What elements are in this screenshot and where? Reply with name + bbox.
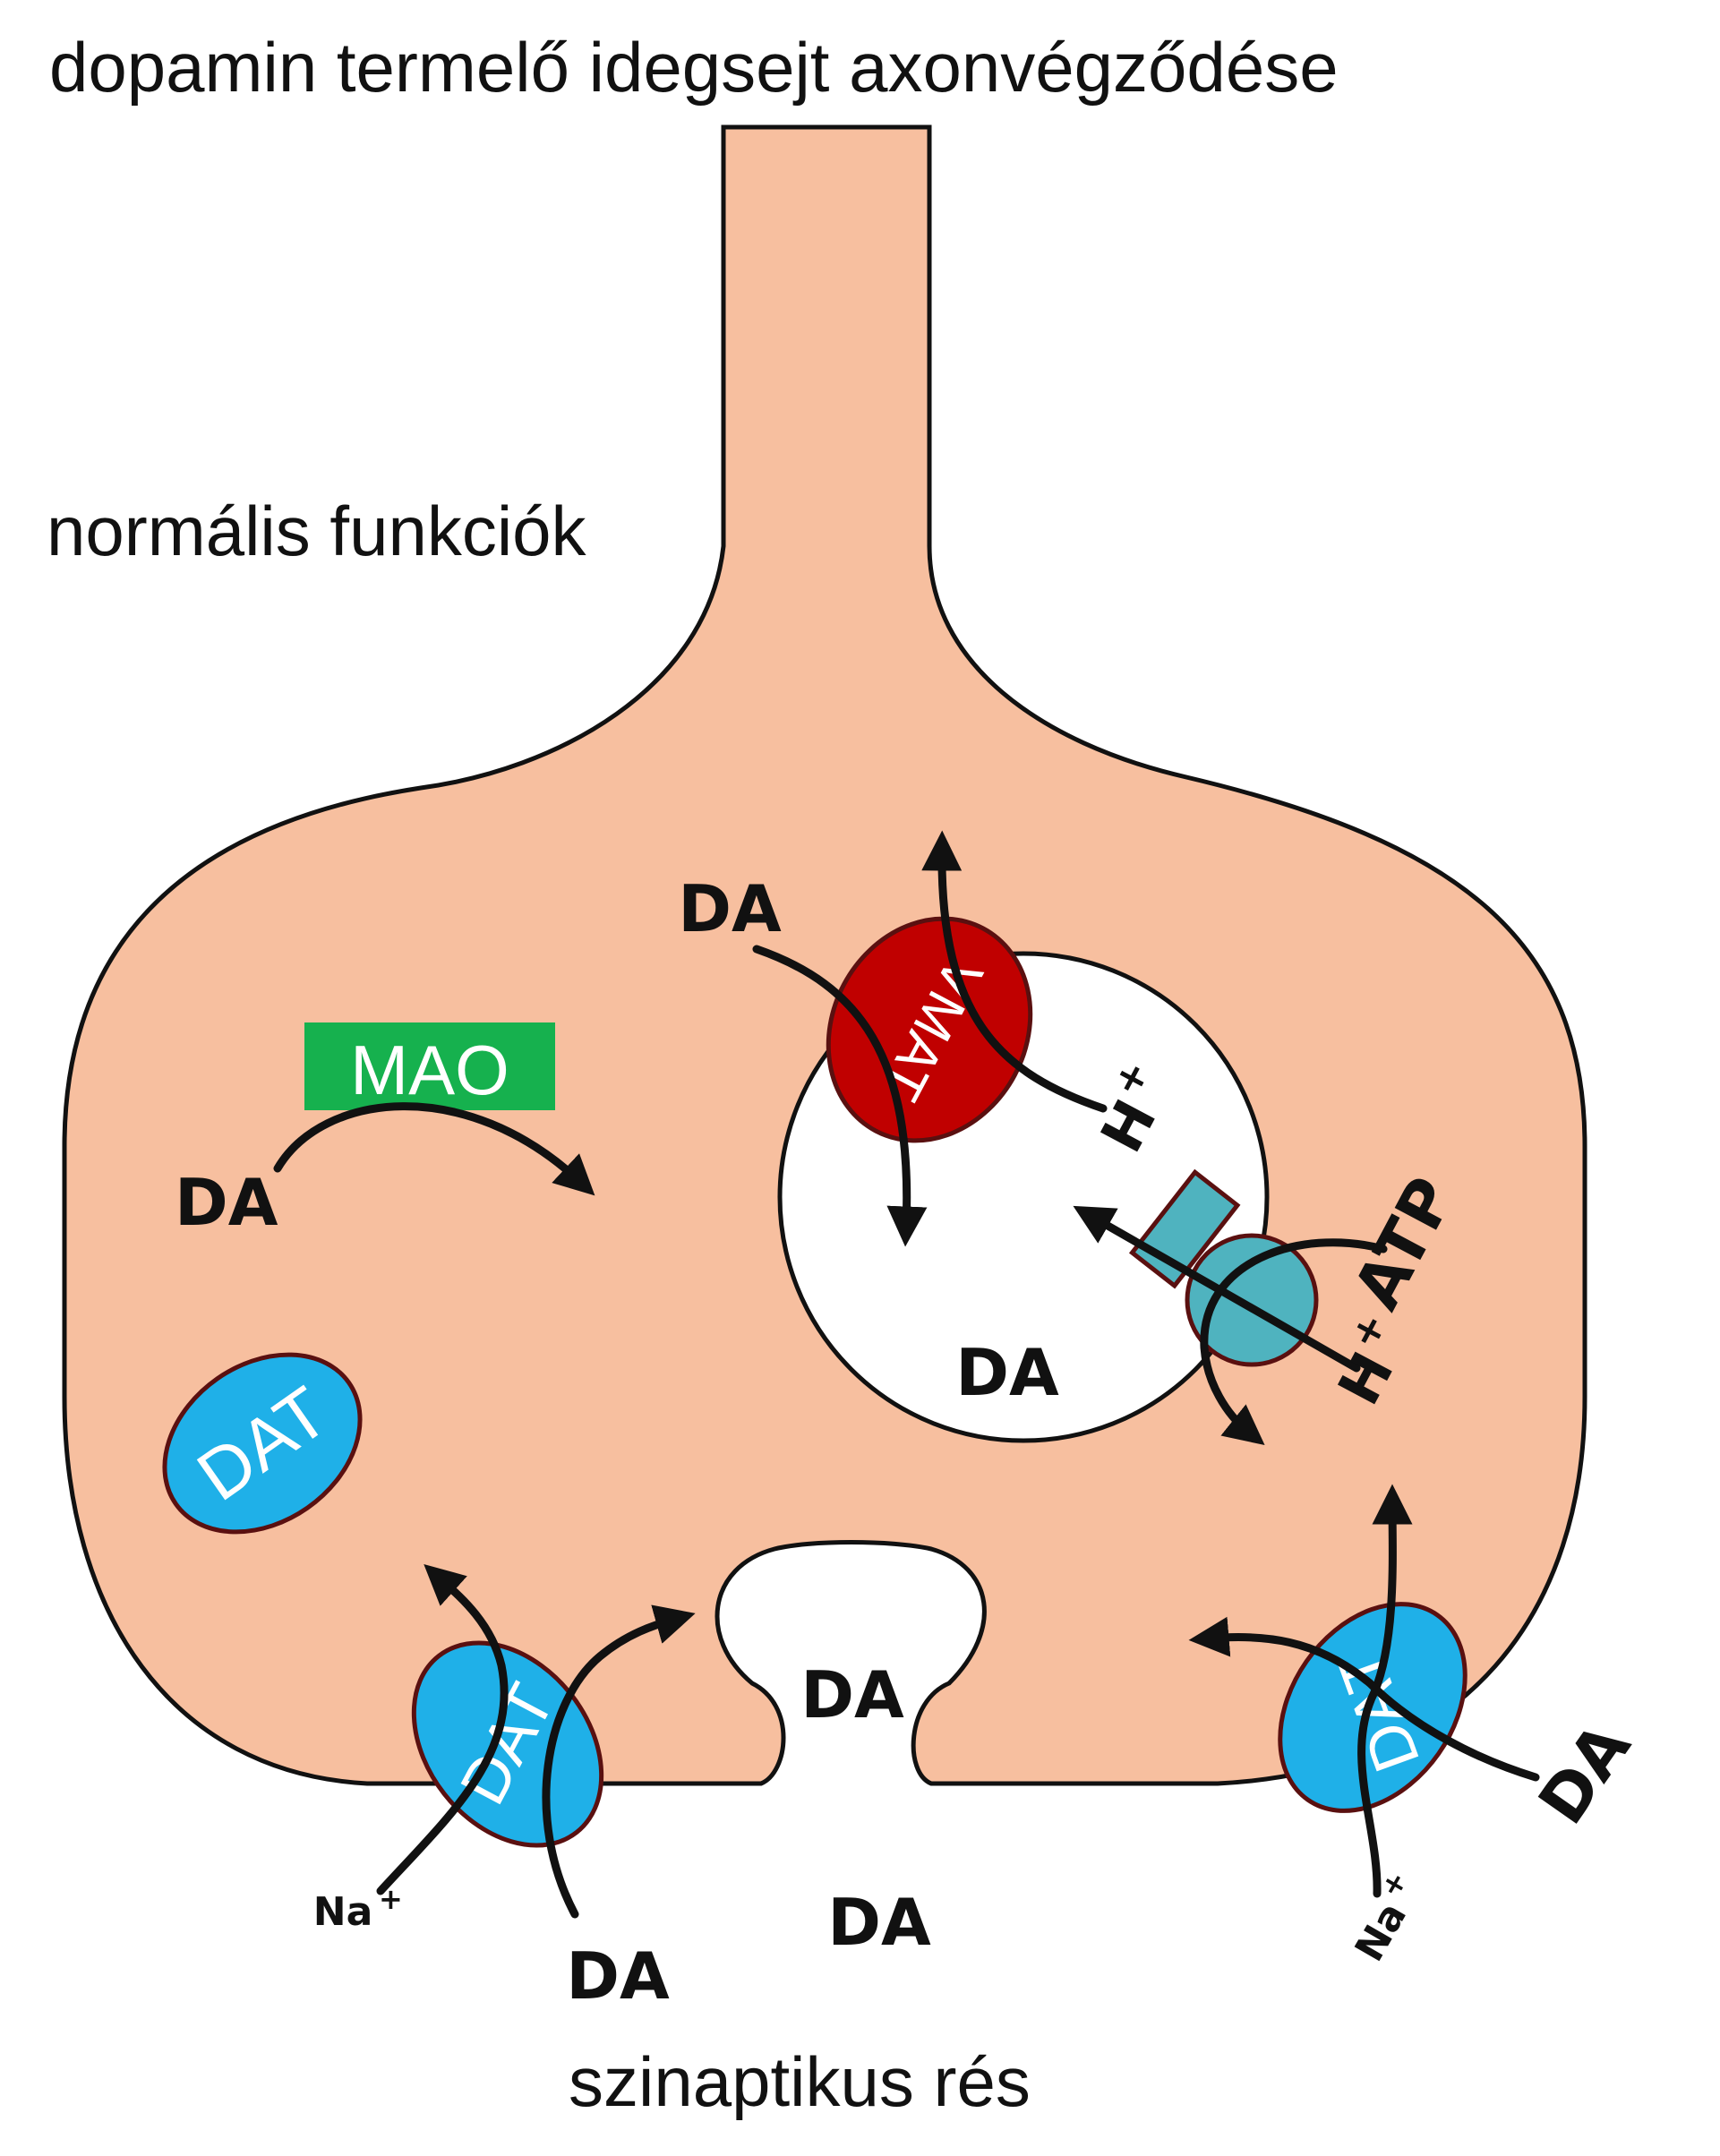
na-right-label: Na + bbox=[1347, 1865, 1416, 1969]
na-left-plus: + bbox=[379, 1882, 403, 1916]
da-cleft-label: DA bbox=[827, 1885, 931, 1960]
dat-left-da-arrow bbox=[542, 1604, 696, 1919]
vmat-da-influx-arrow bbox=[752, 945, 928, 1247]
da-right-label: DA bbox=[1524, 1709, 1645, 1837]
dat-internal: DAT bbox=[162, 1352, 363, 1535]
mao-label: MAO bbox=[350, 1031, 509, 1109]
da-exocytosis-label: DA bbox=[800, 1657, 904, 1732]
axon-terminal bbox=[62, 124, 1587, 1786]
vmat-transporter bbox=[826, 916, 1033, 1143]
da-right-label-group: DA bbox=[1524, 1709, 1645, 1837]
da-left-label: DA bbox=[566, 1938, 670, 2014]
dat-right-da-arrow bbox=[1188, 1616, 1540, 1782]
diagram-title: dopamin termelő idegsejt axonvégződése bbox=[49, 28, 1339, 107]
synaptic-cleft-label: szinaptikus rés bbox=[569, 2042, 1031, 2121]
da-cytosol-label: DA bbox=[175, 1165, 278, 1240]
da-vesicle-label: DA bbox=[955, 1335, 1059, 1410]
pump-atp-arrow bbox=[1200, 1238, 1388, 1446]
mao-degradation-arrow bbox=[273, 1102, 595, 1196]
da-vmat-label: DA bbox=[678, 871, 782, 946]
vmat-proton-efflux-arrow bbox=[921, 830, 1108, 1113]
na-left-text: Na bbox=[313, 1889, 373, 1935]
diagram-subtitle: normális funkciók bbox=[47, 492, 587, 570]
mao-enzyme bbox=[304, 1022, 555, 1110]
na-left-label: Na + bbox=[313, 1882, 403, 1935]
na-right-text: Na bbox=[1347, 1895, 1416, 1969]
dat-left-na-arrow bbox=[376, 1563, 509, 1895]
